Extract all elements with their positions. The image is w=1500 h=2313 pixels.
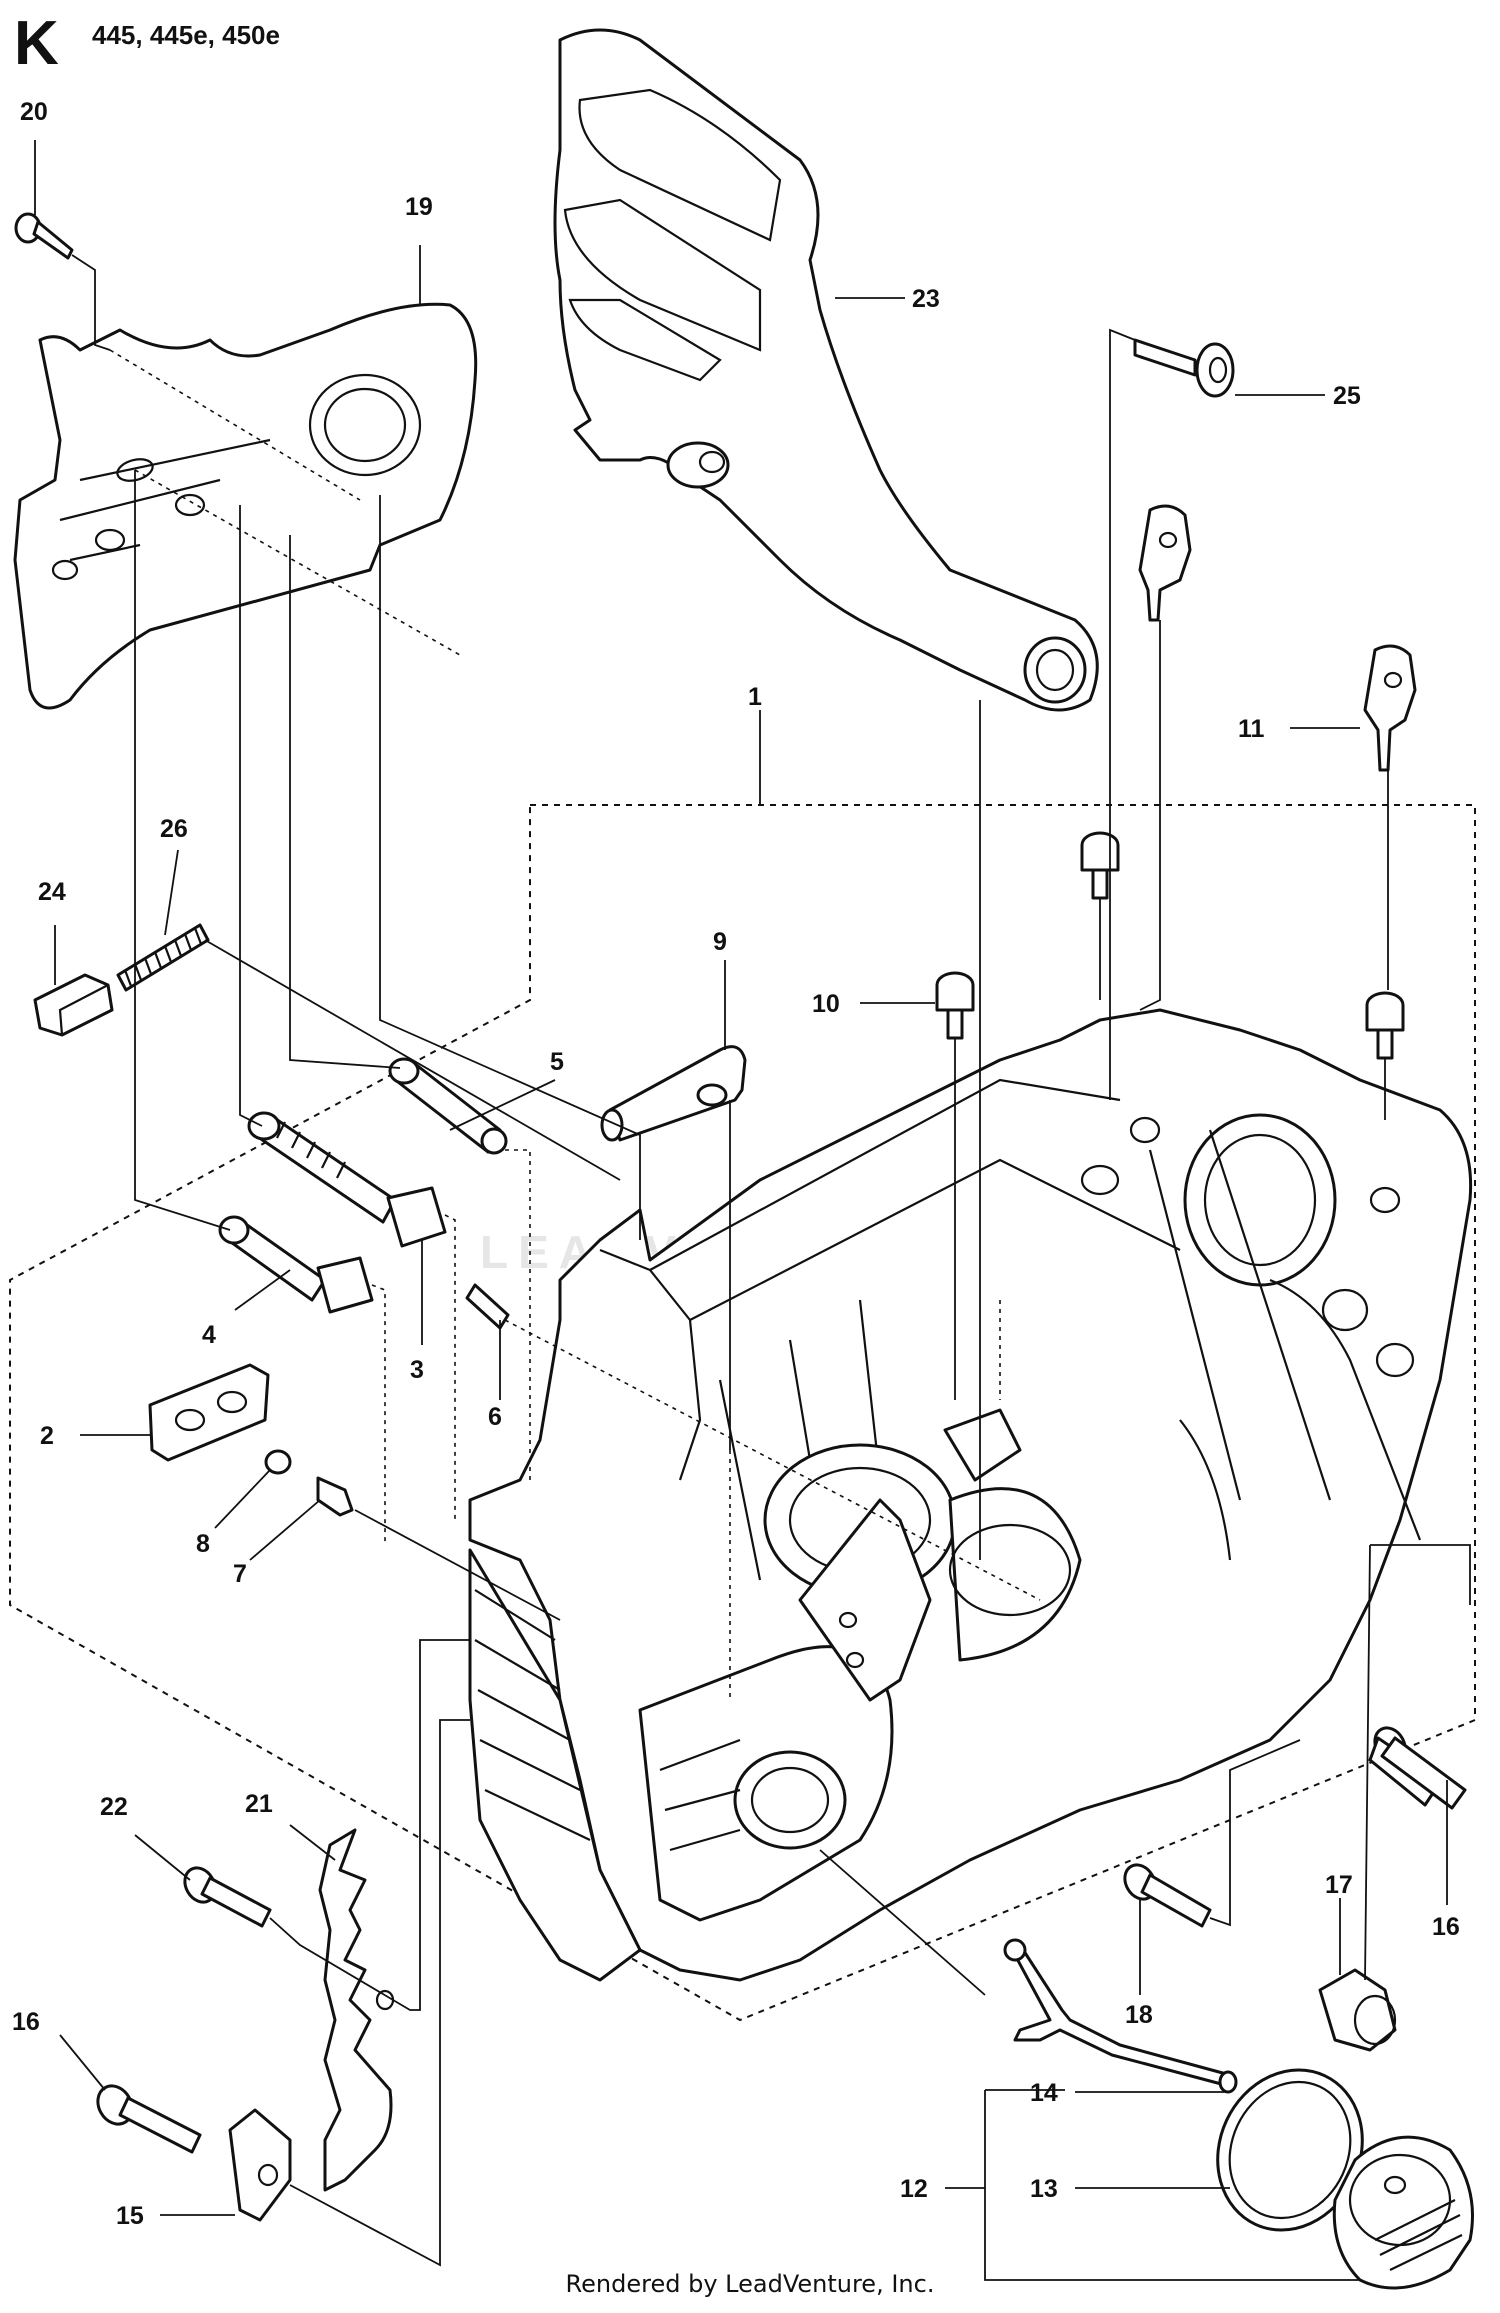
callout-2: 2 [40, 1422, 54, 1450]
callout-23: 23 [912, 285, 940, 313]
part-11-clip-lower [1363, 644, 1417, 772]
callout-6: 6 [488, 1403, 502, 1431]
part-23-front-hand-guard [553, 28, 1099, 712]
part-14-cap-strap [1003, 1938, 1238, 2094]
assembly-boundary [9, 804, 1476, 2022]
page-letter: K [14, 9, 59, 78]
part-22-bolt [183, 1866, 272, 1928]
callout-17: 17 [1325, 1871, 1353, 1899]
callout-10: 10 [812, 990, 840, 1018]
part-20-screw [14, 212, 74, 260]
callout-5: 5 [550, 1048, 564, 1076]
part-2-plate [148, 1363, 270, 1462]
part-7-nipple [316, 1476, 354, 1517]
callout-24: 24 [38, 878, 66, 906]
part-12-oil-cap [1332, 2135, 1474, 2290]
callout-25: 25 [1333, 382, 1361, 410]
footer-credit: Rendered by LeadVenture, Inc. [565, 2270, 935, 2298]
callout-26: 26 [160, 815, 188, 843]
part-24-slide-block [33, 973, 114, 1037]
part-10-bolt-b [935, 971, 975, 1040]
part-10-bolt-c [1365, 991, 1405, 1060]
callout-19: 19 [405, 193, 433, 221]
callout-13: 13 [1030, 2175, 1058, 2203]
callout-16-right: 16 [1432, 1913, 1460, 1941]
part-15-spacer [228, 2108, 292, 2222]
part-8-nut [264, 1449, 292, 1475]
callout-3: 3 [410, 1356, 424, 1384]
part-25-collar-screw [1133, 338, 1235, 398]
part-4-pin [218, 1215, 374, 1314]
part-19-side-cover [13, 302, 478, 710]
callout-18: 18 [1125, 2001, 1153, 2029]
callout-12: 12 [900, 2175, 928, 2203]
callout-15: 15 [116, 2202, 144, 2230]
callout-9: 9 [713, 928, 727, 956]
part-26-spring [116, 923, 210, 992]
part-9-oil-pickup [600, 1045, 747, 1142]
callout-22: 22 [100, 1793, 128, 1821]
model-list: 445, 445e, 450e [92, 20, 280, 50]
callout-leaders [34, 140, 1448, 2216]
part-21-spike-bumper [318, 1828, 395, 2192]
callout-labels: 1 2 3 4 5 6 7 8 9 10 11 12 13 14 15 16 1… [12, 98, 1460, 2230]
part-3-stud [247, 1111, 447, 1248]
assembly-lines [71, 254, 1471, 2281]
part-6-dowel [465, 1283, 510, 1330]
callout-11: 11 [1238, 715, 1265, 743]
part-17-plug [1318, 1968, 1397, 2052]
callout-20: 20 [20, 98, 48, 126]
part-16-bolt-right [1368, 1726, 1467, 1810]
part-5-pin [388, 1057, 508, 1155]
callout-4: 4 [202, 1321, 216, 1349]
callout-16-left: 16 [12, 2008, 40, 2036]
callout-14: 14 [1030, 2079, 1058, 2107]
part-16-bolt-left [96, 2084, 202, 2154]
part-18-bolt [1123, 1863, 1212, 1928]
callout-7: 7 [233, 1560, 247, 1588]
part-1-crankcase [468, 1008, 1473, 1982]
callout-8: 8 [196, 1530, 210, 1558]
callout-21: 21 [245, 1790, 273, 1818]
part-11-clip-upper [1138, 504, 1192, 622]
callout-1: 1 [748, 683, 762, 711]
part-10-bolt-a [1080, 831, 1120, 900]
